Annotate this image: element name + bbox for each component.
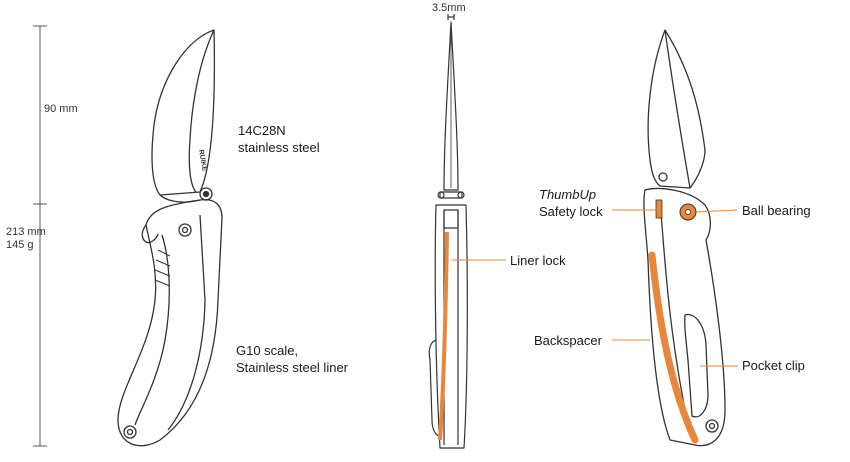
spine-blade (443, 21, 459, 191)
blade-outline (151, 29, 216, 196)
spine-handle (434, 204, 468, 449)
ball-bearing-label: Ball bearing (742, 203, 811, 218)
handle-material-label: G10 scale, Stainless steel liner (236, 342, 348, 376)
blade-thickness-label: 3.5mm (432, 2, 466, 14)
blade-length-label: 90 mm (44, 103, 78, 115)
thumbup-text: ThumbUp (539, 187, 597, 202)
knife-back-view (643, 29, 726, 447)
blade-steel-line2: stainless steel (238, 140, 320, 155)
handle-line1: G10 scale, (236, 343, 299, 358)
leader-lines (452, 209, 738, 367)
overall-length-label: 213 mm (6, 226, 46, 238)
back-blade (647, 29, 706, 189)
pocket-clip-label: Pocket clip (742, 358, 805, 373)
back-handle (643, 187, 726, 447)
liner-lock-orange (438, 231, 449, 441)
blade-steel-line1: 14C28N (238, 123, 286, 138)
backspacer-orange (648, 251, 699, 444)
knife-spine-view (428, 14, 468, 449)
brand-mark: RUIKE (197, 149, 208, 172)
dimension-lines (33, 25, 47, 447)
handle-outline (117, 199, 223, 447)
backspacer-label: Backspacer (534, 333, 602, 348)
handle-line2: Stainless steel liner (236, 360, 348, 375)
liner-lock-label: Liner lock (510, 253, 566, 268)
safety-lock-label: ThumbUp Safety lock (539, 186, 603, 220)
knife-front-view (117, 29, 223, 447)
weight-label: 145 g (6, 239, 34, 251)
safety-lock-text: Safety lock (539, 204, 603, 219)
blade-steel-label: 14C28N stainless steel (238, 122, 320, 156)
safety-lock-orange (655, 199, 663, 219)
